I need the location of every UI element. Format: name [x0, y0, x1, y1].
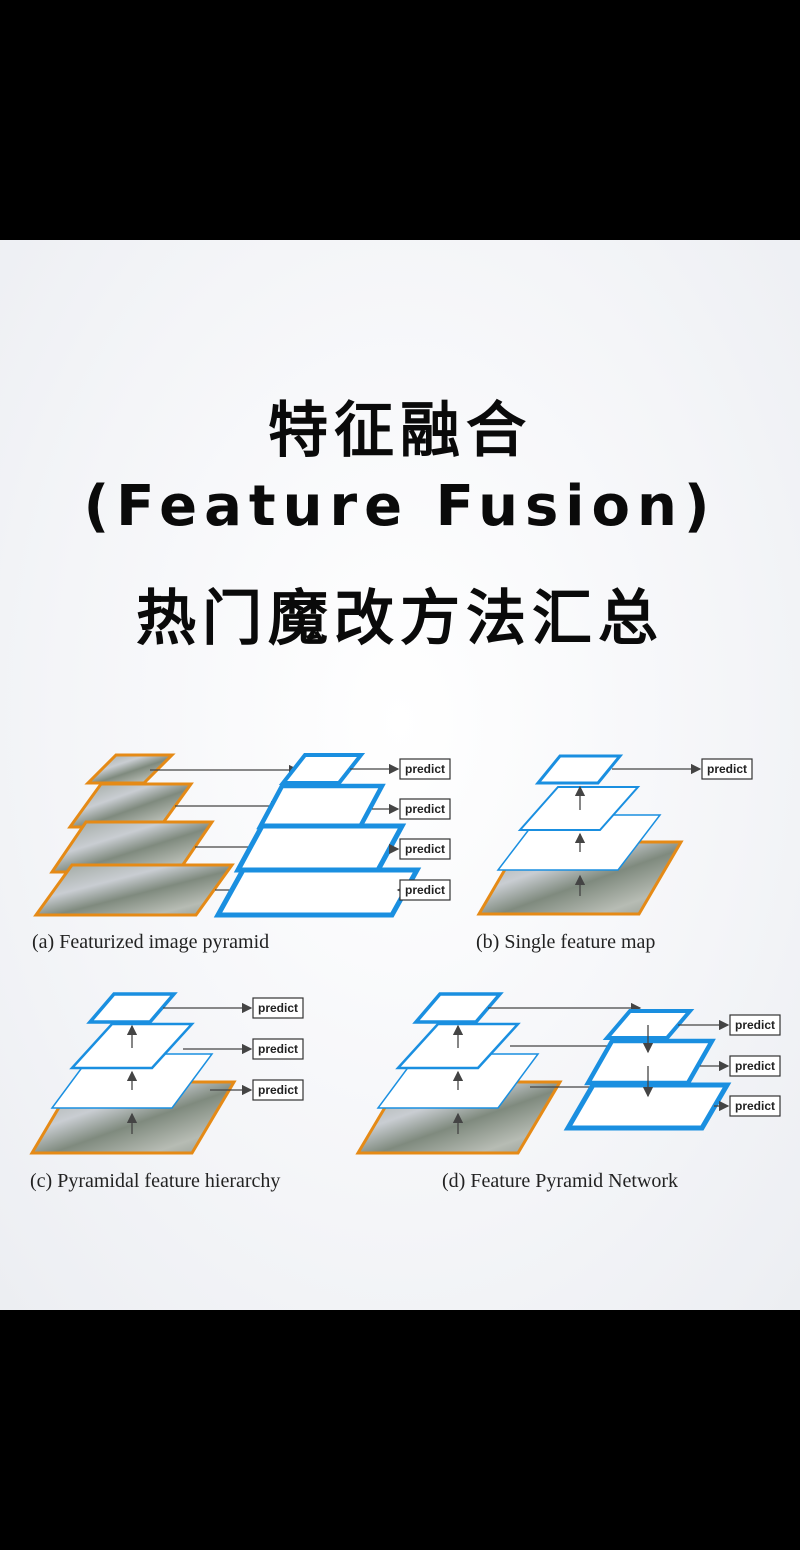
feature-map-a2	[256, 783, 386, 830]
feature-fusion-diagram: predict predict predict predict (a) Feat…	[29, 753, 781, 1192]
top-down-map-d1	[602, 1009, 695, 1040]
svg-text:predict: predict	[735, 1059, 775, 1073]
feature-map-a1	[278, 753, 366, 785]
predict-box-c3: predict	[252, 1079, 304, 1101]
image-layer-a1	[84, 753, 176, 785]
svg-text:predict: predict	[258, 1042, 298, 1056]
predict-box-d2: predict	[729, 1055, 781, 1077]
predict-box-b: predict	[701, 758, 753, 780]
predict-box-a1: predict	[399, 758, 451, 780]
panel-d-feature-pyramid-network: predict predict predict (d) Feature Pyra…	[355, 992, 781, 1192]
svg-text:predict: predict	[258, 1001, 298, 1015]
feature-map-b3	[517, 786, 641, 831]
svg-text:predict: predict	[735, 1099, 775, 1113]
bottom-black-bar	[0, 1310, 800, 1550]
bottom-up-map-d1	[412, 992, 504, 1024]
predict-box-a4: predict	[399, 879, 451, 901]
predict-box-a3: predict	[399, 838, 451, 860]
panel-b-single-feature-map: predict (b) Single feature map	[476, 754, 753, 953]
svg-text:predict: predict	[405, 883, 445, 897]
top-down-map-d2	[584, 1038, 716, 1086]
predict-box-c2: predict	[252, 1038, 304, 1060]
predict-box-c1: predict	[252, 997, 304, 1019]
feature-map-c1	[86, 992, 178, 1024]
title-line-1: 特征融合	[268, 396, 532, 466]
panel-a-featurized-image-pyramid: predict predict predict predict (a) Feat…	[32, 753, 451, 953]
feature-map-a3	[233, 823, 407, 873]
svg-text:predict: predict	[405, 842, 445, 856]
panel-c-pyramidal-feature-hierarchy: predict predict predict (c) Pyramidal fe…	[29, 992, 304, 1192]
predict-box-a2: predict	[399, 798, 451, 820]
title-line-3: 热门魔改方法汇总	[136, 584, 664, 654]
feature-map-b2	[534, 754, 624, 785]
predict-box-d1: predict	[729, 1014, 781, 1036]
top-down-map-d3	[563, 1082, 732, 1131]
caption-b: (b) Single feature map	[476, 931, 655, 953]
feature-map-a4	[213, 867, 422, 918]
predict-box-d3: predict	[729, 1095, 781, 1117]
image-layer-a4	[33, 863, 235, 917]
svg-text:predict: predict	[707, 762, 747, 776]
svg-text:predict: predict	[735, 1018, 775, 1032]
caption-a: (a) Featurized image pyramid	[32, 931, 269, 953]
content-panel: 特征融合 (Feature Fusion) 热门魔改方法汇总	[0, 240, 800, 1310]
top-black-bar	[0, 0, 800, 240]
svg-text:predict: predict	[405, 802, 445, 816]
caption-c: (c) Pyramidal feature hierarchy	[30, 1170, 280, 1192]
title-line-2: (Feature Fusion)	[83, 474, 717, 539]
caption-d: (d) Feature Pyramid Network	[442, 1170, 678, 1192]
svg-text:predict: predict	[405, 762, 445, 776]
svg-text:predict: predict	[258, 1083, 298, 1097]
